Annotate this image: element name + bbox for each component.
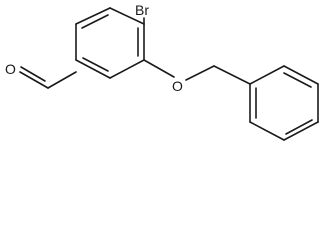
structure-diagram: O Br O (5, 2, 319, 141)
bromine-substituent: Br (135, 2, 149, 25)
atom-ether-oxygen: O (172, 78, 183, 94)
phenyl-bond-b (249, 121, 285, 141)
ring-inner-double-1 (81, 14, 109, 29)
ring-bond-a (109, 7, 145, 25)
ring-bond-d (75, 59, 111, 79)
bond-carbonyl-double-inner (20, 66, 46, 82)
bond-ring-to-aldehyde-carbon (47, 71, 77, 89)
benzaldehyde-ring (75, 7, 145, 79)
atom-carbonyl-oxygen: O (5, 61, 16, 77)
molecule-canvas: O Br O (5, 2, 319, 141)
bond-ring-to-oxygen (143, 59, 175, 78)
atom-bromine: Br (135, 2, 149, 18)
bond-methylene-to-phenyl (213, 65, 251, 85)
ring-inner-double-3 (82, 57, 109, 72)
phenyl-bond-f (249, 65, 285, 85)
phenyl-ring (249, 65, 319, 141)
phenyl-inner-double-3 (283, 72, 312, 88)
phenyl-bond-e (283, 65, 319, 85)
bond-carbonyl-double-outer (19, 71, 49, 89)
ring-bond-c (109, 59, 145, 79)
bond-oxygen-to-methylene (185, 65, 215, 81)
ring-bond-f (75, 7, 111, 25)
aldehyde-group: O (5, 61, 77, 89)
phenyl-bond-c (283, 121, 319, 141)
phenyl-inner-double-2 (285, 119, 313, 135)
benzyloxy-group: O (143, 59, 251, 94)
